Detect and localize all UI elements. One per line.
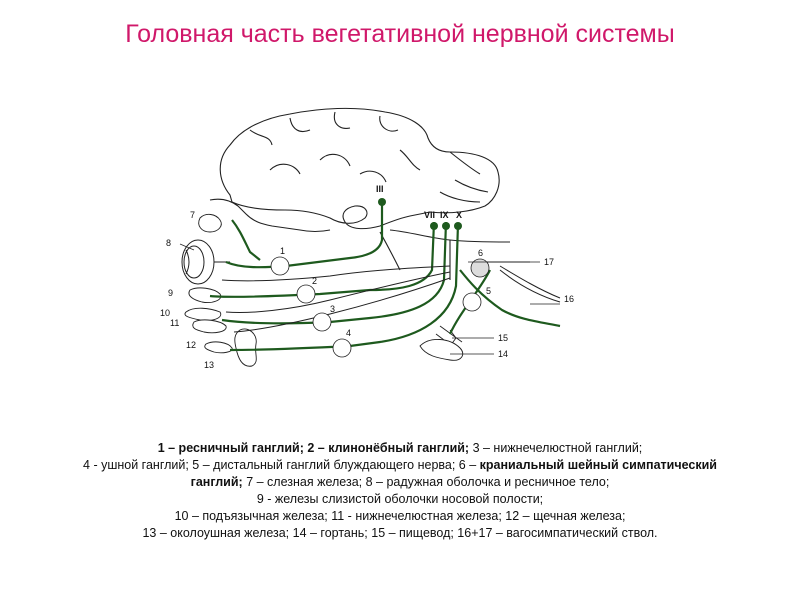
label-17: 17 <box>544 257 554 267</box>
label-9: 9 <box>168 288 173 298</box>
label-5: 5 <box>486 286 491 296</box>
label-15: 15 <box>498 333 508 343</box>
nerve-label-x: X <box>456 210 462 220</box>
brain-outline <box>209 107 511 280</box>
nerve-label-ix: IX <box>440 210 449 220</box>
legend-line-1: 1 – ресничный ганглий; 2 – клинонёбный г… <box>60 440 740 457</box>
glands <box>184 213 464 367</box>
eye <box>181 239 230 285</box>
sympathetic-lines <box>221 261 561 333</box>
label-10: 10 <box>160 308 170 318</box>
nerve-roots <box>378 198 462 230</box>
label-6: 6 <box>478 248 483 258</box>
parasympathetic-nerves <box>209 202 561 352</box>
ganglia <box>270 256 490 358</box>
label-3: 3 <box>330 304 335 314</box>
nerve-label-iii: III <box>376 184 384 194</box>
legend-line-2: 4 - ушной ганглий; 5 – дистальный гангли… <box>60 457 740 491</box>
legend-line-4: 10 – подъязычная железа; 11 - нижнечелюс… <box>174 509 626 523</box>
legend-line-3: 9 - железы слизистой оболочки носовой по… <box>256 492 544 506</box>
label-11: 11 <box>170 318 179 328</box>
legend-text-1: 3 – нижнечелюстной ганглий; <box>469 441 643 455</box>
legend-line-5: 13 – околоушная железа; 14 – гортань; 15… <box>142 526 658 540</box>
legend-text-2a: 4 - ушной ганглий; 5 – дистальный гангли… <box>83 458 480 472</box>
legend-bold-2: краниальный шейный симпатический ганглий… <box>190 458 717 489</box>
legend-text-2b: 7 – слезная железа; 8 – радужная оболочк… <box>242 475 610 489</box>
leader-lines <box>179 243 560 355</box>
label-4: 4 <box>346 328 351 338</box>
label-7: 7 <box>190 210 195 220</box>
legend-bold-1: 1 – ресничный ганглий; 2 – клинонёбный г… <box>157 441 470 455</box>
label-1: 1 <box>280 246 285 256</box>
figure-legend: 1 – ресничный ганглий; 2 – клинонёбный г… <box>60 440 740 542</box>
label-16: 16 <box>564 294 574 304</box>
nerve-label-vii: VII <box>424 210 435 220</box>
label-2: 2 <box>312 276 317 286</box>
label-12: 12 <box>186 340 196 350</box>
autonomic-nervous-system-diagram: III VII IX X 1 2 3 4 5 6 7 8 9 10 11 12 … <box>160 107 574 370</box>
label-8: 8 <box>166 238 171 248</box>
label-14: 14 <box>498 349 508 359</box>
label-13: 13 <box>204 360 214 370</box>
page-title: Головная часть вегетативной нервной сист… <box>125 20 675 48</box>
